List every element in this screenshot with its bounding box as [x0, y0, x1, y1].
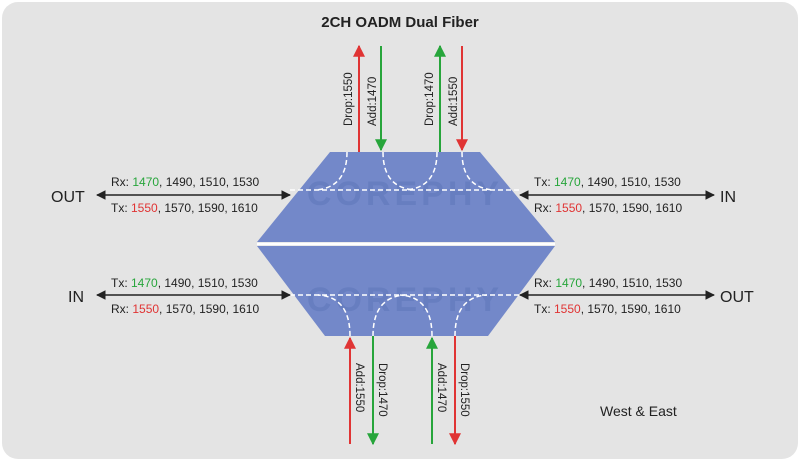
top-port-label-3: Drop:1470: [424, 72, 436, 126]
top-left-port-label: OUT: [51, 189, 85, 206]
bottom-port-label-1: Add:1550: [353, 363, 365, 412]
bottom-port-label-4: Drop:1550: [458, 363, 470, 417]
diagram-title: 2CH OADM Dual Fiber: [321, 14, 479, 31]
top-oadm-module: [257, 152, 555, 242]
top-port-label-4: Add:1550: [448, 77, 460, 126]
bottom-watermark: COREPHY: [307, 281, 503, 319]
top-internal-fibers: [290, 151, 520, 191]
top-right-wavelengths-1: Tx: 1470, 1490, 1510, 1530: [534, 175, 681, 189]
bottom-right-port-label: OUT: [720, 289, 754, 306]
top-left-wavelengths-2: Tx: 1550, 1570, 1590, 1610: [111, 201, 258, 215]
top-watermark: COREPHY: [307, 175, 503, 213]
bottom-right-wavelengths-2: Tx: 1550, 1570, 1590, 1610: [534, 302, 681, 316]
top-right-port-label: IN: [720, 189, 736, 206]
bottom-internal-fibers: [290, 294, 520, 337]
bottom-left-port-label: IN: [68, 289, 84, 306]
bottom-right-wavelengths-1: Rx: 1470, 1490, 1510, 1530: [534, 276, 682, 290]
top-port-label-2: Add:1470: [367, 77, 379, 126]
bottom-port-label-2: Drop:1470: [376, 363, 388, 417]
top-right-wavelengths-2: Rx: 1550, 1570, 1590, 1610: [534, 201, 682, 215]
bottom-oadm-module: [257, 246, 555, 336]
top-port-label-1: Drop:1550: [343, 72, 355, 126]
bottom-left-wavelengths-2: Rx: 1550, 1570, 1590, 1610: [111, 302, 259, 316]
bottom-left-wavelengths-1: Tx: 1470, 1490, 1510, 1530: [111, 276, 258, 290]
top-left-wavelengths-1: Rx: 1470, 1490, 1510, 1530: [111, 175, 259, 189]
bottom-port-label-3: Add:1470: [435, 363, 447, 412]
footer-label: West & East: [600, 403, 677, 419]
